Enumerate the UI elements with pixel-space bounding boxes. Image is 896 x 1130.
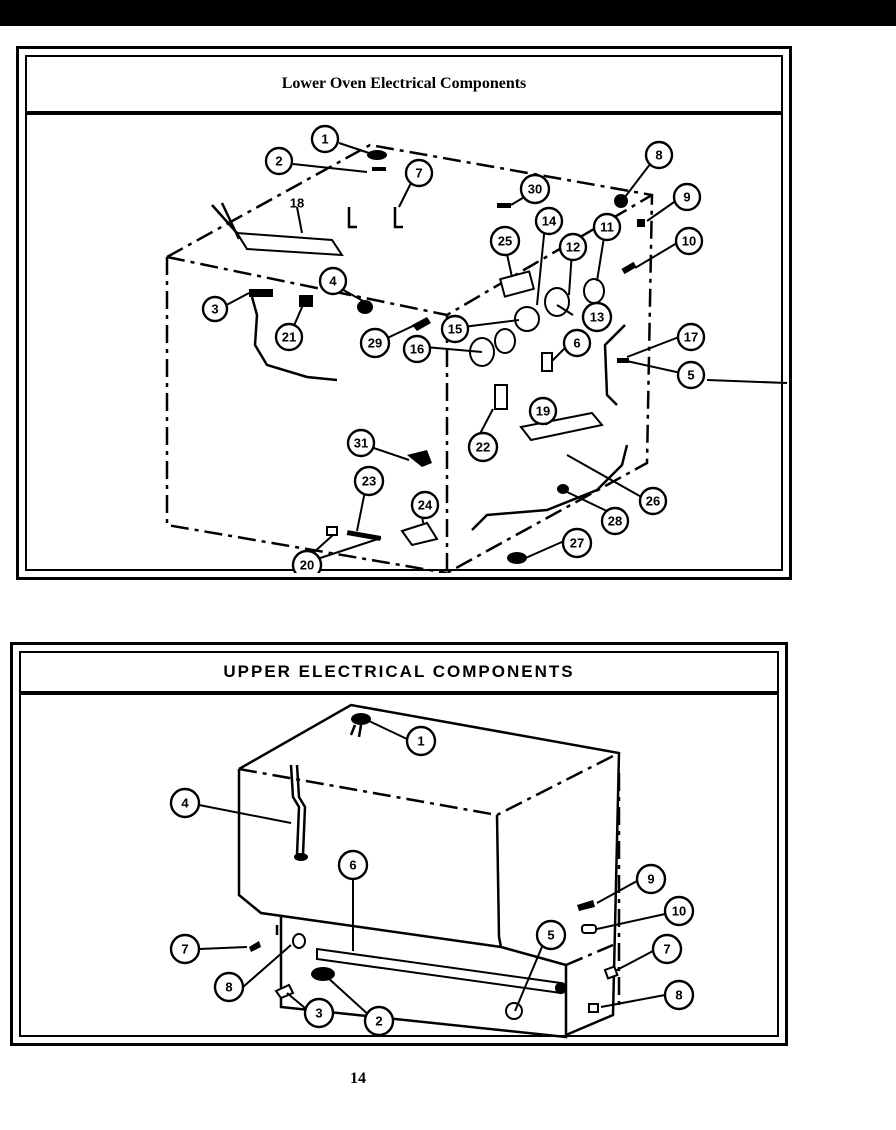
lower-oven-parts [211, 150, 645, 564]
lower-callout-text: 12 [566, 240, 580, 255]
lower-callout-text: 19 [536, 404, 550, 419]
lower-callout-text: 22 [476, 440, 490, 455]
lower-callout-text: 31 [354, 436, 368, 451]
lower-callout-text: 5 [687, 368, 694, 383]
lower-oven-callouts: 1 2 7 18 30 8 9 14 11 10 25 12 4 3 21 13… [201, 124, 706, 573]
upper-callout-text: 3 [315, 1006, 322, 1021]
lower-callout-text: 13 [590, 310, 604, 325]
lower-callout-text: 21 [282, 330, 296, 345]
lower-oven-title: Lower Oven Electrical Components [281, 75, 527, 92]
lower-oven-box-outline [165, 143, 654, 573]
lower-callout-text: 8 [655, 148, 662, 163]
upper-callout-text: 8 [675, 988, 682, 1003]
lower-callout-text: 10 [682, 234, 696, 249]
lower-callout-text: 2 [275, 154, 282, 169]
upper-callouts: 1 4 6 9 10 5 7 7 8 8 3 2 [169, 725, 695, 1037]
lower-callout-text: 16 [410, 342, 424, 357]
lower-callout-text: 11 [600, 220, 614, 235]
lower-callout-text: 25 [498, 234, 512, 249]
upper-electrical-title-bar: UPPER ELECTRICAL COMPONENTS [19, 651, 779, 693]
upper-callout-text: 2 [375, 1014, 382, 1029]
upper-parts [249, 713, 619, 1020]
lower-callout-text: 6 [573, 336, 580, 351]
lower-callout-text: 9 [683, 190, 690, 205]
lower-oven-diagram: 1 2 7 18 30 8 9 14 11 10 25 12 4 3 21 13… [25, 113, 787, 573]
upper-callout-text: 4 [181, 796, 189, 811]
upper-callout-text: 5 [547, 928, 554, 943]
upper-electrical-title: UPPER ELECTRICAL COMPONENTS [223, 662, 575, 681]
lower-callout-text: 14 [542, 214, 557, 229]
lower-callout-text: 15 [448, 322, 462, 337]
lower-oven-svg: 1 2 7 18 30 8 9 14 11 10 25 12 4 3 21 13… [165, 124, 787, 573]
lower-callout-text: 4 [329, 274, 337, 289]
lower-callout-text: 18 [290, 196, 304, 211]
upper-callout-text: 8 [225, 980, 232, 995]
upper-callout-text: 1 [417, 734, 424, 749]
upper-electrical-panel: UPPER ELECTRICAL COMPONENTS [10, 642, 788, 1046]
upper-electrical-svg: 1 4 6 9 10 5 7 7 8 8 3 2 [169, 703, 695, 1039]
upper-box-outline [237, 703, 621, 1039]
lower-callout-text: 20 [300, 558, 314, 573]
upper-callout-text: 7 [181, 942, 188, 957]
lower-callout-text: 26 [646, 494, 660, 509]
upper-callout-text: 6 [349, 858, 356, 873]
lower-callout-text: 17 [684, 330, 698, 345]
upper-callout-text: 7 [663, 942, 670, 957]
lower-callout-text: 7 [415, 166, 422, 181]
page-number: 14 [350, 1070, 366, 1087]
upper-electrical-diagram: 1 4 6 9 10 5 7 7 8 8 3 2 [19, 693, 779, 1039]
lower-callout-text: 30 [528, 182, 542, 197]
lower-callout-text: 28 [608, 514, 622, 529]
lower-callout-text: 27 [570, 536, 584, 551]
lower-oven-title-bar: Lower Oven Electrical Components [25, 55, 783, 113]
lower-callout-text: 24 [418, 498, 433, 513]
lower-oven-panel: Lower Oven Electrical Components [16, 46, 792, 580]
lower-callout-text: 29 [368, 336, 382, 351]
lower-callout-text: 1 [321, 132, 328, 147]
upper-callout-text: 10 [672, 904, 686, 919]
lower-callout-text: 23 [362, 474, 376, 489]
lower-callout-text: 3 [211, 302, 218, 317]
upper-callout-text: 9 [647, 872, 654, 887]
